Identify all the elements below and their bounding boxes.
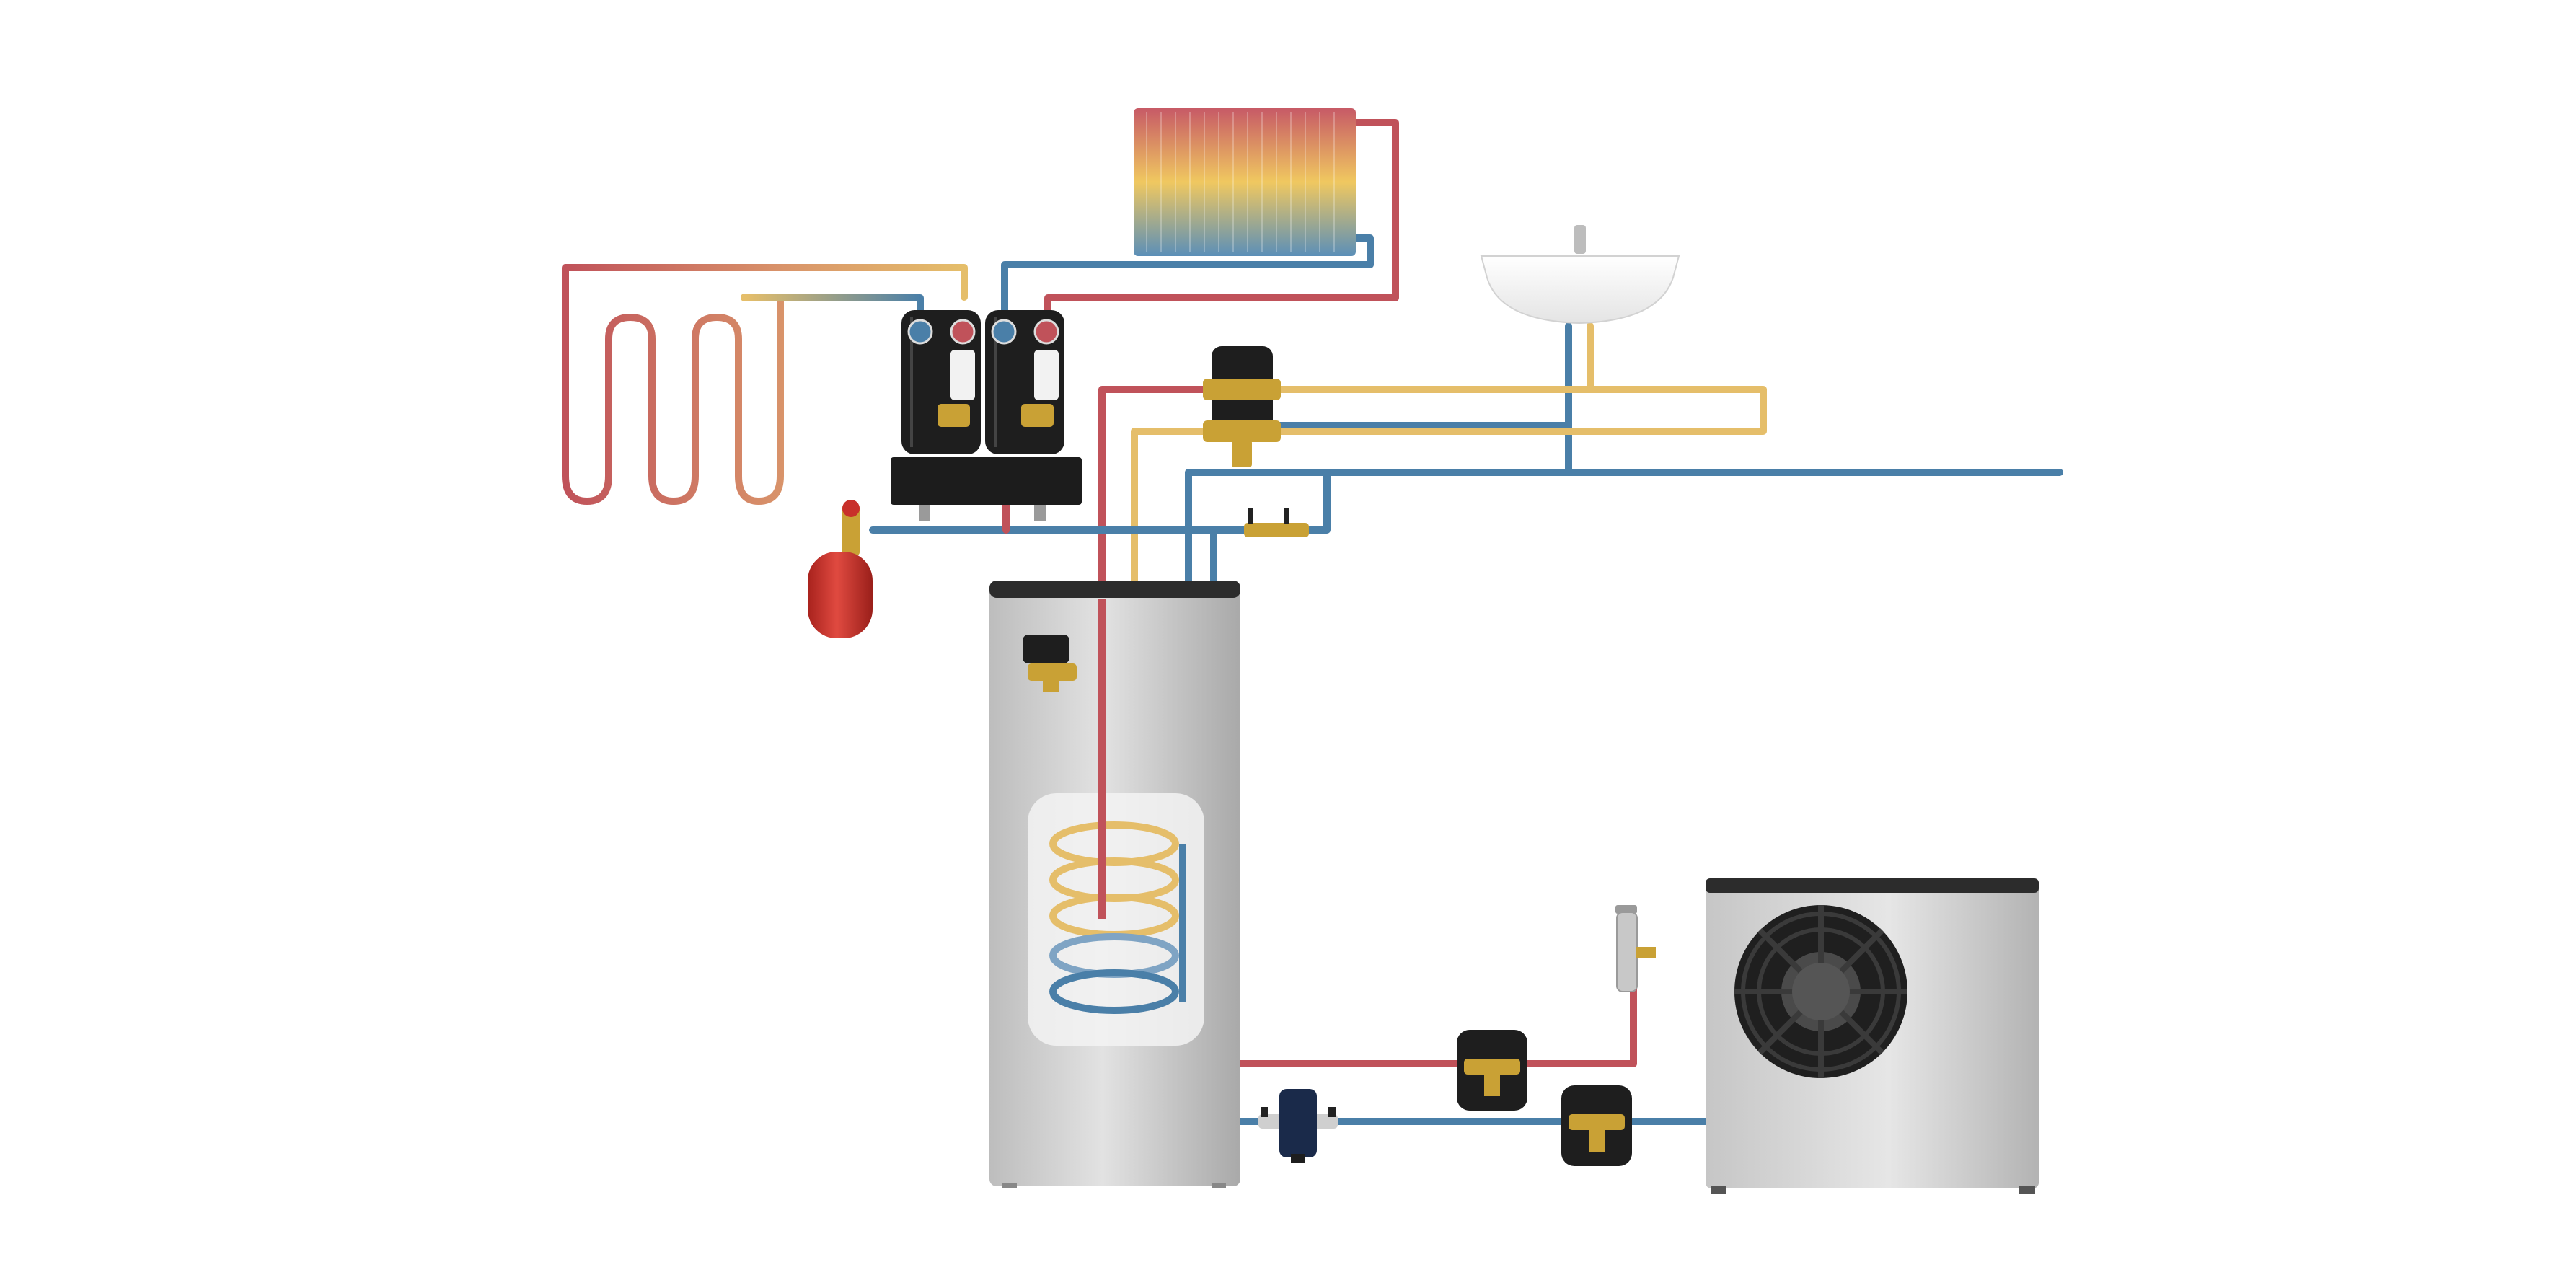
pump-group-1 <box>901 310 981 454</box>
magnetic-dirt-filter <box>1258 1089 1338 1163</box>
air-separator <box>1615 905 1656 992</box>
radiator <box>1134 108 1356 256</box>
cold-header-branch <box>869 469 1331 534</box>
cold-main-pipe <box>1185 469 2063 581</box>
isolation-valve-flow <box>1457 1030 1527 1111</box>
thermostatic-mixing-valve <box>1203 346 1281 467</box>
fan-grille-icon <box>1734 905 1907 1078</box>
heat-pump-outdoor-unit <box>1706 878 2039 1194</box>
diverter-valve <box>1023 635 1077 692</box>
cylinder-hot-out <box>1098 386 1230 584</box>
dhw-cylinder <box>989 581 1240 1188</box>
pump-group-2 <box>985 310 1064 454</box>
mixed-hot-supply <box>1266 386 1767 435</box>
cold-header-valves <box>1244 508 1309 537</box>
radiator-circuit <box>1001 119 1399 319</box>
underfloor-heating-loop <box>562 264 968 505</box>
heating-manifold <box>891 457 1082 521</box>
expansion-vessel <box>808 500 873 638</box>
isolation-valve-return <box>1561 1085 1632 1166</box>
washbasin <box>1480 225 1680 325</box>
